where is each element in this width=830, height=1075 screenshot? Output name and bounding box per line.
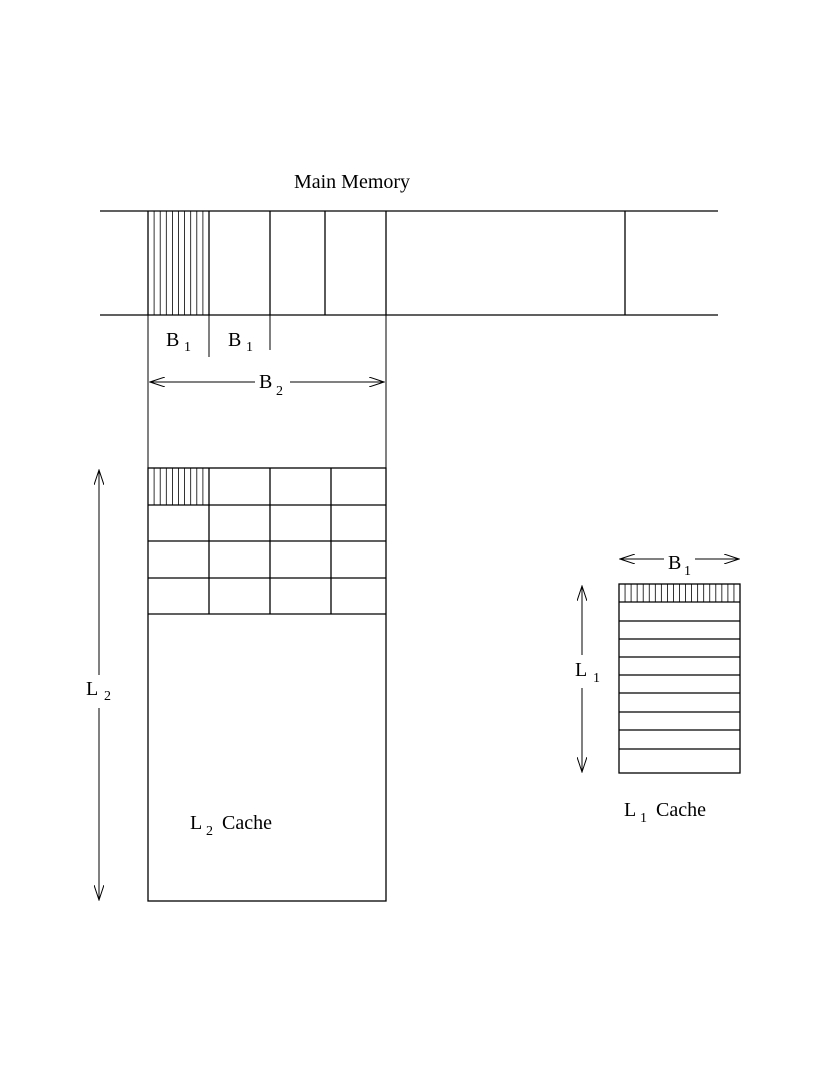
- svg-text:B: B: [259, 371, 272, 393]
- main-memory-b1-label: B 1: [166, 329, 191, 355]
- svg-text:L: L: [190, 812, 202, 834]
- l1-cache-hatched-line: [624, 584, 735, 602]
- svg-text:1: 1: [246, 340, 253, 355]
- l2-label: L 2: [86, 678, 111, 704]
- l1-width-label: B 1: [668, 552, 691, 579]
- svg-text:1: 1: [640, 811, 647, 826]
- l1-label: L 1: [575, 659, 600, 686]
- svg-text:L: L: [624, 799, 636, 821]
- main-memory-b1-second-label: B 1: [228, 329, 253, 355]
- svg-text:B: B: [228, 329, 241, 351]
- b2-label: B 2: [259, 371, 283, 399]
- l2-cache-caption: L 2 Cache: [190, 812, 272, 839]
- l2-cache-box: [147, 467, 387, 902]
- svg-text:2: 2: [276, 384, 283, 399]
- svg-text:B: B: [668, 552, 681, 574]
- l1-cache-box: [618, 583, 741, 774]
- svg-text:Cache: Cache: [222, 812, 272, 834]
- main-memory-hatched-block: [153, 211, 204, 315]
- svg-text:2: 2: [104, 689, 111, 704]
- main-memory-title: Main Memory: [294, 171, 410, 193]
- svg-text:1: 1: [684, 564, 691, 579]
- svg-text:L: L: [575, 659, 587, 681]
- main-memory-strip: [100, 210, 718, 316]
- svg-text:1: 1: [184, 340, 191, 355]
- svg-text:2: 2: [206, 824, 213, 839]
- svg-text:Cache: Cache: [656, 799, 706, 821]
- svg-text:B: B: [166, 329, 179, 351]
- l1-cache-caption: L 1 Cache: [624, 799, 706, 826]
- l2-cache-hatched-block: [153, 468, 204, 505]
- svg-text:L: L: [86, 678, 98, 700]
- svg-text:1: 1: [593, 671, 600, 686]
